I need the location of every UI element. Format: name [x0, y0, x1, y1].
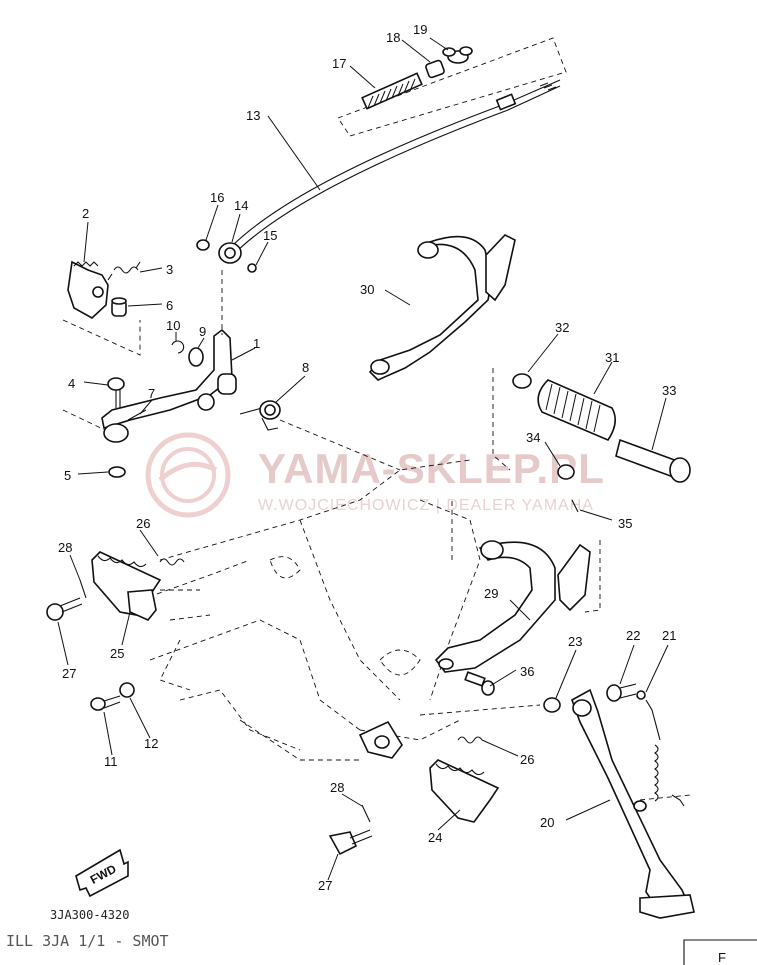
- label-35: 35: [618, 516, 632, 531]
- label-26-left: 26: [136, 516, 150, 531]
- label-21: 21: [662, 628, 676, 643]
- label-20: 20: [540, 815, 554, 830]
- footrest-cotter-left: [79, 579, 87, 599]
- washer: [188, 347, 204, 367]
- circlip: [171, 340, 185, 354]
- label-2: 2: [82, 206, 89, 221]
- label-8: 8: [302, 360, 309, 375]
- sidestand-bolt: [606, 683, 637, 702]
- sidestand-nut: [543, 697, 561, 713]
- label-18: 18: [386, 30, 400, 45]
- label-28-left: 28: [58, 540, 72, 555]
- forward-arrow: FWD: [75, 848, 129, 898]
- label-17: 17: [332, 56, 346, 71]
- pedal-cotter: [127, 409, 147, 421]
- footrest-pin-right: [328, 829, 373, 856]
- adjuster-rod: [361, 72, 423, 110]
- label-7: 7: [148, 386, 155, 401]
- footrest-cotter-right: [361, 804, 371, 823]
- rear-footrest-bracket-upper: [368, 234, 516, 381]
- label-3: 3: [166, 262, 173, 277]
- collar: [111, 297, 127, 317]
- sidestand-spring: [636, 690, 685, 807]
- corner-mark: F: [718, 950, 726, 965]
- footrest-pin-left: [46, 597, 83, 621]
- label-25: 25: [110, 646, 124, 661]
- label-6: 6: [166, 298, 173, 313]
- brake-rod: [231, 79, 561, 253]
- pedal-box-top: [62, 319, 141, 356]
- footrest-pin: [615, 438, 691, 483]
- label-30: 30: [360, 282, 374, 297]
- front-footrest-right: [358, 720, 500, 823]
- label-12: 12: [144, 736, 158, 751]
- label-16: 16: [210, 190, 224, 205]
- label-9: 9: [199, 324, 206, 339]
- label-31: 31: [605, 350, 619, 365]
- rod-clevis: [218, 242, 242, 264]
- pedal-return-spring: [239, 400, 281, 431]
- label-15: 15: [263, 228, 277, 243]
- footrest-rubber: [537, 379, 616, 441]
- footrest-spring-right: [457, 736, 483, 744]
- watermark-subtitle: W.WOJCIECHOWICZ | DEALER YAMAHA: [258, 497, 594, 514]
- label-29: 29: [484, 586, 498, 601]
- label-33: 33: [662, 383, 676, 398]
- adjuster-nut: [425, 59, 445, 79]
- cable-adjuster-box: [337, 37, 567, 137]
- wing-nut: [442, 46, 473, 64]
- label-10: 10: [166, 318, 180, 333]
- footrest-bolt: [557, 464, 575, 480]
- footrest-washer: [512, 373, 532, 389]
- clevis-pin: [196, 239, 210, 251]
- label-22: 22: [626, 628, 640, 643]
- label-5: 5: [64, 468, 71, 483]
- label-11: 11: [104, 754, 118, 769]
- label-28-right: 28: [330, 780, 344, 795]
- stand-bolt: [90, 695, 121, 711]
- label-1: 1: [253, 336, 260, 351]
- rear-footrest-bracket-lower: [434, 540, 591, 673]
- label-36: 36: [520, 664, 534, 679]
- drawing-code-secondary: ILL 3JA 1/1 - SMOT: [6, 932, 169, 950]
- watermark-brand: YAMA-SKLEP.PL: [258, 445, 605, 492]
- footrest-spring-left: [159, 558, 185, 566]
- footrest-cotter: [571, 499, 579, 513]
- pedal-washer: [108, 466, 126, 478]
- label-27-right: 27: [318, 878, 332, 893]
- label-27-left: 27: [62, 666, 76, 681]
- label-32: 32: [555, 320, 569, 335]
- brake-pedal-tip: [67, 260, 109, 319]
- return-spring-small: [107, 261, 141, 281]
- label-13: 13: [246, 108, 260, 123]
- footrest-box: [492, 368, 511, 471]
- leader-lines: [57, 37, 669, 881]
- label-23: 23: [568, 634, 582, 649]
- label-4: 4: [68, 376, 75, 391]
- label-14: 14: [234, 198, 248, 213]
- corner-box: F: [683, 939, 757, 965]
- drawing-code: 3JA300-4320: [50, 908, 129, 922]
- watermark: YAMA-SKLEP.PL W.WOJCIECHOWICZ | DEALER Y…: [145, 432, 605, 518]
- label-19: 19: [413, 22, 427, 37]
- pedal-box-bottom: [62, 409, 106, 431]
- cotter-pin: [247, 263, 257, 273]
- pedal-pin: [107, 377, 125, 408]
- bracket-bolt: [464, 671, 495, 696]
- label-24: 24: [428, 830, 442, 845]
- stand-nut: [119, 682, 135, 698]
- front-footrest-left: [91, 551, 162, 621]
- label-34: 34: [526, 430, 540, 445]
- label-26-right: 26: [520, 752, 534, 767]
- sidestand: [571, 688, 695, 919]
- alignment-lines: [221, 270, 691, 801]
- part-labels: 1 2 3 4 5 6 7 8 9 10 11 12 13 14 15 16 1…: [58, 22, 676, 893]
- brake-pedal: [101, 328, 237, 443]
